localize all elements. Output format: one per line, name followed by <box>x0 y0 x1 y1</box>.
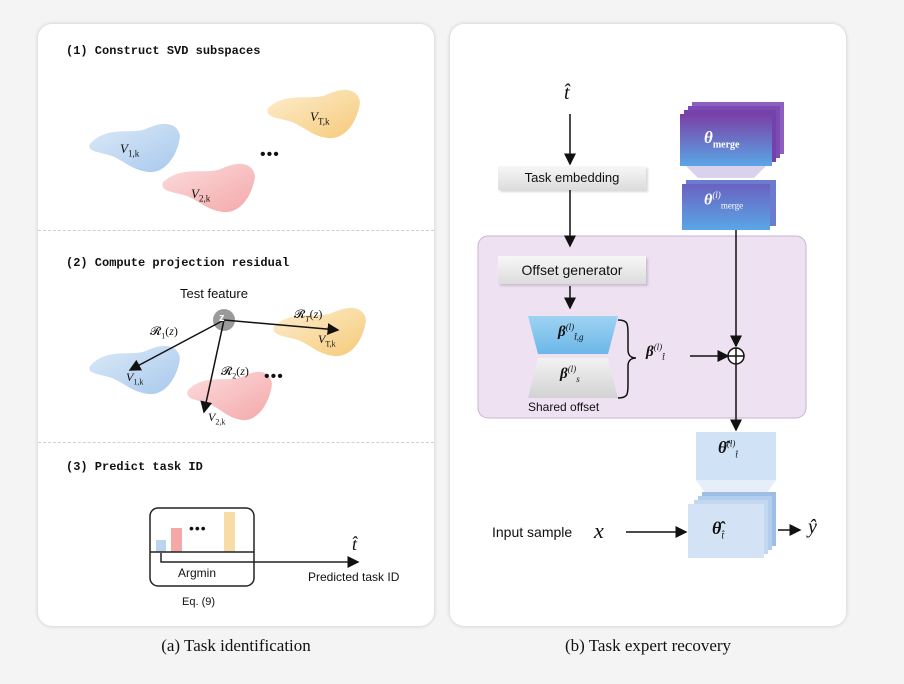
theta-merge-block <box>680 114 772 166</box>
ellipsis-step2: ••• <box>264 368 284 385</box>
label-v1k: V1,k <box>120 141 140 159</box>
beta-tg-label: β(l)t̂,g <box>558 322 584 342</box>
predicted-task-id-label: Predicted task ID <box>308 570 400 584</box>
label-r2: 𝓡2(z) <box>221 364 249 381</box>
argmin-label: Argmin <box>178 566 217 580</box>
label-proj-vtk: VT,k <box>318 332 336 349</box>
proj-v2-blob <box>187 371 272 421</box>
caption-b: (b) Task expert recovery <box>564 636 732 655</box>
y-hat-label: ŷ <box>808 516 817 538</box>
argmin-box <box>149 507 255 587</box>
argmin-bracket <box>160 553 360 568</box>
ellipsis-step1: ••• <box>260 146 280 163</box>
x-label: x <box>594 518 604 543</box>
proj-vt-blob <box>273 307 366 357</box>
step3-title: (3) Predict task ID <box>66 460 203 474</box>
beta-tg-shape <box>528 316 618 354</box>
beta-s-shape <box>528 358 618 398</box>
label-r1: 𝓡1(z) <box>150 324 178 341</box>
z-label: z <box>219 312 225 324</box>
ellipsis-bars: ••• <box>189 520 207 536</box>
theta-hat-label: θ̂t̂ <box>712 518 725 542</box>
beta-s-label: β(l)s <box>560 364 580 384</box>
arrow-rt <box>223 319 340 336</box>
label-rt: 𝓡T(z) <box>294 307 323 324</box>
arrow-r1 <box>128 319 225 371</box>
label-proj-v2k: V2,k <box>208 410 226 427</box>
divider-2 <box>38 442 434 443</box>
theta-hat-l-block <box>696 432 776 480</box>
bar-2 <box>171 528 182 552</box>
step2-title: (2) Compute projection residual <box>66 256 290 270</box>
shared-offset-label: Shared offset <box>528 400 600 414</box>
theta-merge-label: θmerge <box>704 128 740 151</box>
task-embedding-box: Task embedding <box>498 166 646 190</box>
label-v2k: V2,k <box>191 186 211 204</box>
caption-a: (a) Task identification <box>161 636 311 655</box>
beta-brace <box>617 319 637 399</box>
label-vtk: VT,k <box>310 109 330 127</box>
t-hat-input: t̂ <box>564 82 570 104</box>
beta-t-label: β(l)t̂ <box>646 342 665 362</box>
subspace-v1-blob <box>89 123 180 173</box>
test-feature-label: Test feature <box>180 286 248 301</box>
subspace-v2-blob <box>162 163 255 213</box>
bar-3 <box>224 512 235 552</box>
offset-generator-box: Offset generator <box>498 256 646 284</box>
step1-title: (1) Construct SVD subspaces <box>66 44 261 58</box>
panel-a-graphics <box>89 89 366 587</box>
theta-merge-l-label: θ(l)merge <box>704 190 744 211</box>
theta-hat-l-label: θ̂(l)t̂ <box>718 438 738 460</box>
panel-task-identification: (1) Construct SVD subspaces (2) Compute … <box>38 24 434 626</box>
input-sample-label: Input sample <box>492 524 573 540</box>
label-proj-v1k: V1,k <box>126 370 144 387</box>
arrow-r2 <box>200 319 225 414</box>
subspace-vt-blob <box>267 89 360 139</box>
bar-1 <box>156 540 166 552</box>
t-hat-predicted: t̂ <box>352 534 358 554</box>
panel-task-expert-recovery: t̂ Task embedding Offset generator β(l)t… <box>450 24 846 626</box>
divider-1 <box>38 230 434 231</box>
theta-hat-block <box>688 504 764 558</box>
theta-merge-l-block <box>682 184 770 230</box>
eq-ref: Eq. (9) <box>182 596 216 608</box>
